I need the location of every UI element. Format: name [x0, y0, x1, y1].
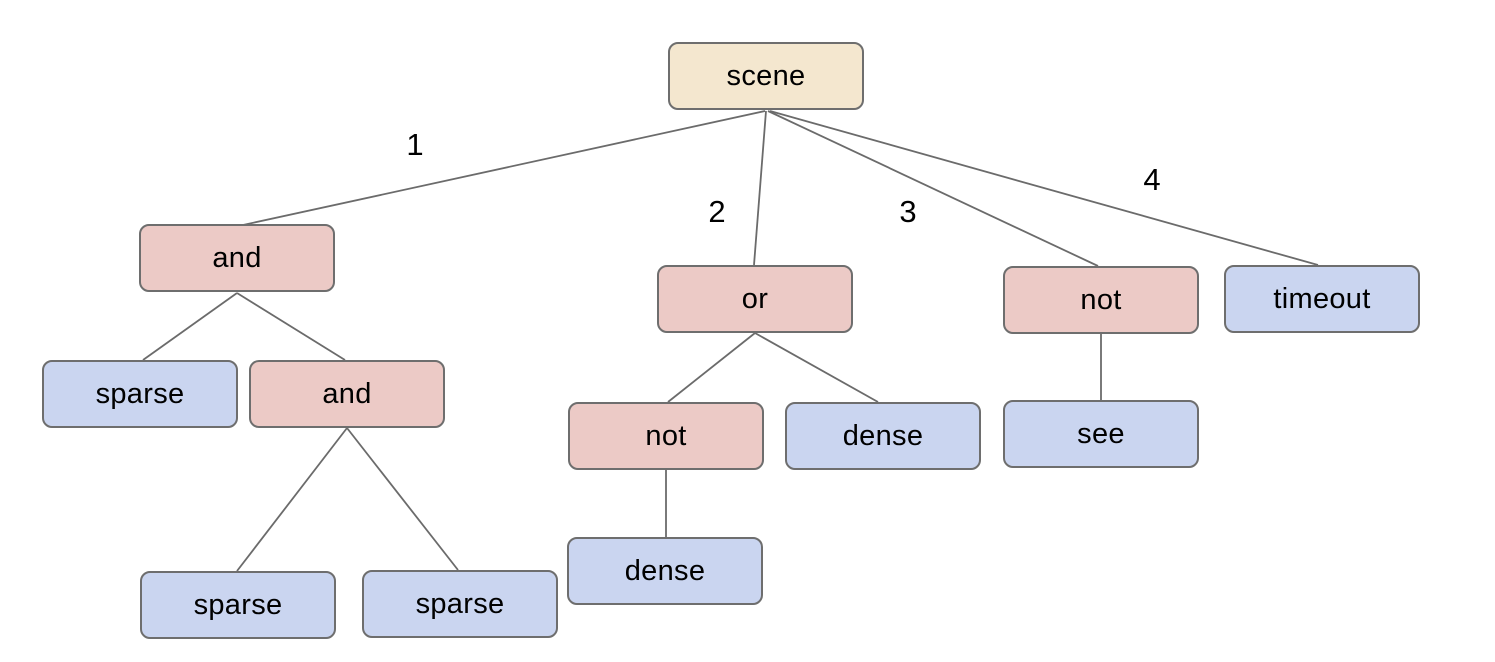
tree-node-sparse-1: sparse	[42, 360, 238, 428]
edge-label-1: 1	[406, 127, 424, 162]
edge-scene-or	[753, 110, 767, 266]
tree-node-not-under-or: not	[568, 402, 764, 470]
tree-node-dense-1: dense	[785, 402, 981, 470]
tree-node-and-2: and	[249, 360, 445, 428]
tree-node-or: or	[657, 265, 853, 333]
edge-scene-timeout	[769, 110, 1319, 266]
tree-node-not-child3: not	[1003, 266, 1199, 334]
edge-and2-sparse3	[346, 427, 459, 571]
tree-node-sparse-3: sparse	[362, 570, 558, 638]
tree-node-timeout: timeout	[1224, 265, 1420, 333]
tree-node-dense-2: dense	[567, 537, 763, 605]
edge-scene-not	[767, 110, 1099, 267]
edge-or-not	[667, 332, 756, 403]
tree-node-scene: scene	[668, 42, 864, 110]
edge-label-3: 3	[899, 194, 917, 229]
edge-and-sparse	[142, 292, 238, 361]
tree-node-and-1: and	[139, 224, 335, 292]
edge-or-dense	[754, 332, 879, 403]
edge-scene-and	[242, 110, 766, 226]
edge-and2-sparse2	[236, 427, 348, 572]
edge-label-2: 2	[708, 194, 726, 229]
edge-label-4: 4	[1143, 162, 1161, 197]
edge-and-and	[236, 292, 346, 361]
tree-node-sparse-2: sparse	[140, 571, 336, 639]
tree-node-see: see	[1003, 400, 1199, 468]
